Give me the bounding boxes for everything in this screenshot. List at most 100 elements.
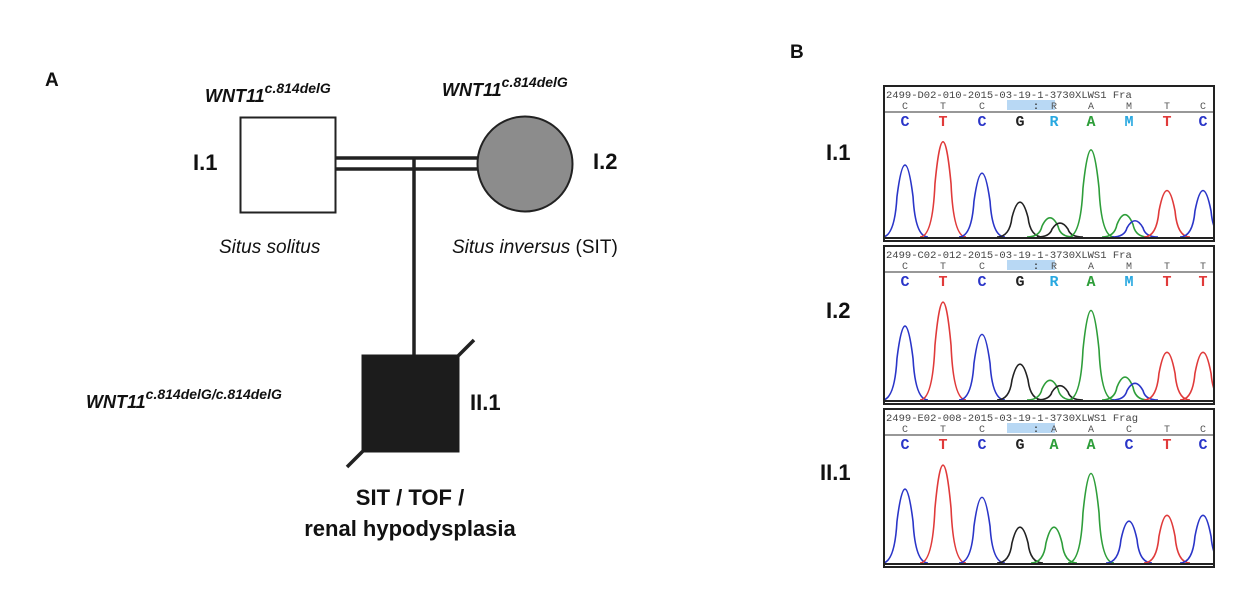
phenotype-line-2: renal hypodysplasia	[304, 516, 516, 541]
ref-base: C	[979, 262, 985, 273]
base-call: A	[1049, 437, 1058, 454]
individual-I1-symbol[interactable]	[239, 116, 337, 214]
base-call: T	[1162, 274, 1171, 291]
trace-header: 2499-C02-012-2015-03-19-1-3730XLWS1 Fra	[886, 250, 1132, 262]
id-label-I1: I.1	[193, 150, 218, 175]
peak-A	[1067, 473, 1115, 564]
base-call: C	[1198, 114, 1207, 131]
base-call: R	[1049, 274, 1058, 291]
gene-name: WNT11	[86, 392, 146, 412]
ref-base: C	[902, 425, 908, 436]
peak-C	[1111, 382, 1159, 401]
gap-marker: :	[1033, 425, 1039, 436]
phenotype-line-1: SIT / TOF /	[355, 485, 465, 510]
ref-base: R	[1051, 102, 1057, 113]
ref-base: T	[1164, 425, 1170, 436]
ref-base: T	[940, 262, 946, 273]
base-call: C	[900, 437, 909, 454]
peak-T	[919, 141, 967, 238]
base-call: C	[977, 274, 986, 291]
individual-II1-symbol[interactable]	[361, 354, 460, 453]
genotype-I1: WNT11c.814delG	[205, 81, 331, 107]
ref-base: R	[1051, 262, 1057, 273]
peak-C	[881, 325, 929, 401]
base-call: C	[900, 274, 909, 291]
peak-T	[919, 464, 967, 564]
variant: c.814delG	[501, 74, 568, 90]
symbol-slash-bottom	[345, 449, 365, 469]
ref-base: A	[1088, 102, 1094, 113]
peak-G	[996, 363, 1044, 401]
ref-base: T	[1164, 262, 1170, 273]
pedigree-diagram	[239, 115, 574, 469]
panel-b-label: B	[790, 42, 804, 63]
trace-label-I1: I.1	[826, 140, 851, 165]
ref-base: C	[1200, 425, 1206, 436]
trace-header: 2499-D02-010-2015-03-19-1-3730XLWS1 Fra	[886, 90, 1132, 102]
peak-A	[1026, 379, 1074, 401]
chromatogram-II1: 2499-E02-008-2015-03-19-1-3730XLWS1 Frag…	[881, 408, 1227, 568]
base-call: T	[1162, 114, 1171, 131]
base-call: C	[1124, 437, 1133, 454]
ref-base: T	[940, 102, 946, 113]
peak-T	[919, 301, 967, 401]
ref-base: A	[1051, 425, 1057, 436]
peak-T	[1143, 514, 1191, 564]
gap-marker: :	[1033, 262, 1039, 273]
base-call: G	[1015, 274, 1024, 291]
ref-base: C	[1200, 102, 1206, 113]
base-call: G	[1015, 114, 1024, 131]
symbol-slash-top	[456, 338, 476, 358]
gene-name: WNT11	[205, 86, 265, 106]
chromatogram-svg: 2499-E02-008-2015-03-19-1-3730XLWS1 Frag…	[881, 413, 1227, 565]
base-call: C	[977, 114, 986, 131]
trace-label-II1: II.1	[820, 460, 851, 485]
base-call: C	[977, 437, 986, 454]
ref-base: M	[1126, 262, 1132, 273]
variant: c.814delG	[264, 80, 331, 96]
ref-base: M	[1126, 102, 1132, 113]
peak-T	[1143, 351, 1191, 401]
peak-T	[1143, 189, 1191, 238]
peak-A	[1067, 310, 1115, 401]
peak-C	[881, 488, 929, 564]
base-call: T	[938, 274, 947, 291]
base-call: A	[1086, 437, 1095, 454]
base-call: R	[1049, 114, 1058, 131]
trace-header: 2499-E02-008-2015-03-19-1-3730XLWS1 Frag	[886, 413, 1138, 425]
gap-marker: :	[1033, 102, 1039, 113]
peak-C	[1179, 189, 1227, 238]
phenotype-I1: Situs solitus	[219, 237, 321, 258]
ref-base: C	[979, 425, 985, 436]
chromatogram-svg: 2499-C02-012-2015-03-19-1-3730XLWS1 FraC…	[881, 250, 1227, 402]
ref-base: C	[902, 262, 908, 273]
base-call: M	[1124, 274, 1133, 291]
base-call: A	[1086, 274, 1095, 291]
peak-A	[1030, 526, 1078, 564]
base-call: C	[900, 114, 909, 131]
variant-highlight	[1007, 260, 1055, 270]
variant-highlight	[1007, 100, 1055, 110]
variant: c.814delG/c.814delG	[145, 386, 282, 402]
genotype-I2: WNT11c.814delG	[442, 75, 568, 101]
peak-C	[1179, 514, 1227, 564]
variant-highlight	[1007, 423, 1055, 433]
ref-base: T	[940, 425, 946, 436]
individual-I2-symbol[interactable]	[476, 115, 574, 213]
peak-C	[958, 172, 1006, 238]
gene-name: WNT11	[442, 80, 502, 100]
base-call: M	[1124, 114, 1133, 131]
panel-a-label: A	[45, 70, 59, 91]
ref-base: A	[1088, 425, 1094, 436]
peak-T	[1179, 351, 1227, 401]
peak-C	[958, 496, 1006, 564]
base-call: T	[938, 437, 947, 454]
peak-A	[1101, 376, 1149, 401]
peak-A	[1101, 213, 1149, 238]
base-call: T	[1198, 274, 1207, 291]
peak-C	[881, 164, 929, 238]
peak-C	[1111, 219, 1159, 238]
base-call: T	[1162, 437, 1171, 454]
